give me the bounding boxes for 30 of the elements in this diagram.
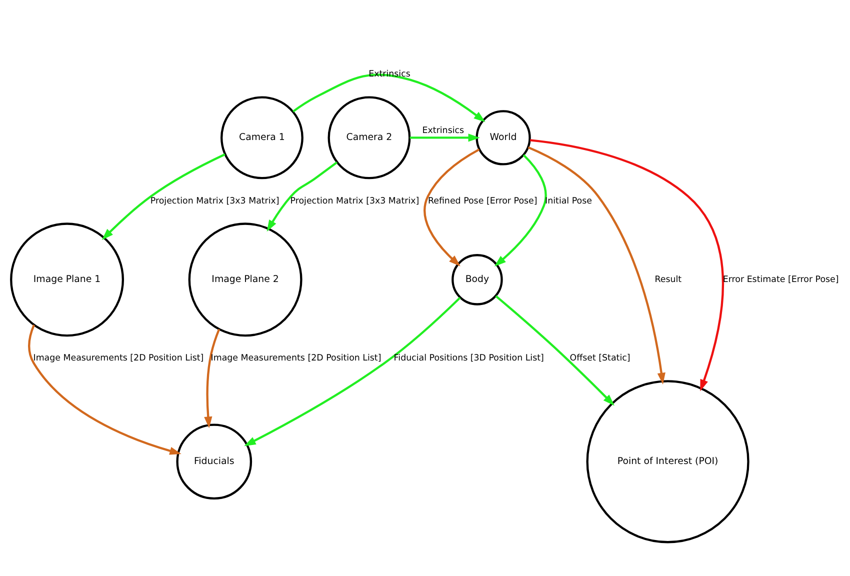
arrow [102, 153, 226, 240]
node-circle: Body [452, 254, 503, 306]
node-circle: Image Plane 2 [188, 222, 302, 337]
edge-label: Offset [Static] [570, 354, 630, 364]
edge-label: Initial Pose [545, 196, 592, 206]
arrow [204, 328, 220, 428]
edge-label: Refined Pose [Error Pose] [428, 196, 538, 206]
arrow [266, 162, 338, 232]
node-circle: Camera 2 [328, 96, 411, 180]
arrow [494, 154, 547, 266]
node-circle: Image Plane 1 [10, 222, 124, 337]
edge-label: Image Measurements [2D Position List] [210, 354, 382, 364]
edge-label: Projection Matrix [3x3 Matrix] [150, 196, 280, 206]
arrow [244, 296, 461, 446]
edge-label: Projection Matrix [3x3 Matrix] [290, 196, 420, 206]
node-circle: Camera 1 [220, 96, 304, 180]
arrow [495, 295, 614, 406]
node-circle: World [476, 110, 531, 166]
arrow [528, 146, 666, 384]
node-circle: Fiducials [176, 424, 252, 500]
arrow [292, 74, 486, 122]
arrow [28, 324, 182, 455]
edge-label: Result [654, 274, 682, 285]
arrow [410, 134, 480, 142]
edge-label: Fiducial Positions [3D Position List] [394, 354, 544, 364]
edge-label: Extrinsics [422, 126, 464, 136]
arrow [530, 139, 724, 392]
edge-label: Image Measurements [2D Position List] [33, 354, 204, 364]
arrow [424, 148, 480, 266]
node-circle: Point of Interest (POI) [586, 380, 750, 544]
